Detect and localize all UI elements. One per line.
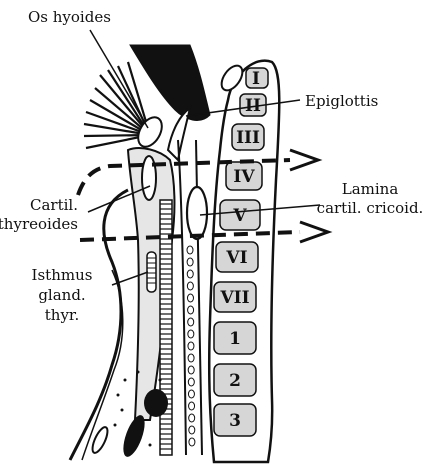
label-isthmus-line1: Isthmus <box>32 266 93 284</box>
label-epiglottis: Epiglottis <box>305 92 378 110</box>
label-cartil-line1: Cartil. <box>30 196 78 214</box>
oesophagus-dot <box>189 414 195 422</box>
vertebra-label-c4: IV <box>233 167 255 187</box>
oesophagus-dot <box>187 270 193 278</box>
oesophagus-dot <box>189 402 195 410</box>
soft-tissue-outline <box>70 190 128 460</box>
oesophagus-dot <box>188 390 194 398</box>
oesophagus-dot <box>188 378 194 386</box>
oesophagus-dot <box>188 306 194 314</box>
oesophagus-dot <box>187 294 193 302</box>
oesophagus-dot <box>188 318 194 326</box>
vertebra-label-t3: 3 <box>229 411 241 431</box>
vertebra-label-c7: VII <box>219 288 249 308</box>
label-lamina-line2: cartil. cricoid. <box>317 199 424 217</box>
cricoid-lamina <box>187 187 207 239</box>
vertebra-label-c3: III <box>236 128 260 148</box>
label-isthmus-line2: gland. <box>38 286 85 304</box>
oesophagus-dot <box>188 342 194 350</box>
oesophagus-dot <box>189 438 195 446</box>
label-os-hyoides: Os hyoides <box>28 8 111 26</box>
oesophagus-dot <box>189 426 195 434</box>
vessel-large <box>144 389 168 417</box>
oesophagus-dot <box>187 282 193 290</box>
thyroid-isthmus <box>147 252 156 292</box>
vertebra-label-t1: 1 <box>229 329 241 349</box>
vertebra-label-c5: V <box>232 206 247 226</box>
vertebra-label-t2: 2 <box>229 371 241 391</box>
label-isthmus-line3: thyr. <box>45 306 79 324</box>
oesophagus-dot <box>188 330 194 338</box>
oesophagus-dot <box>187 246 193 254</box>
label-cartil-line2: thyreoides <box>0 215 78 233</box>
oesophagus-dot <box>188 366 194 374</box>
vertebra-label-c6: VI <box>225 248 247 268</box>
oesophagus-dot <box>187 258 193 266</box>
oesophagus-dot <box>188 354 194 362</box>
leader-lines <box>88 30 320 285</box>
vertebra-label-c1: I <box>252 69 260 89</box>
label-lamina-line1: Lamina <box>342 180 399 198</box>
